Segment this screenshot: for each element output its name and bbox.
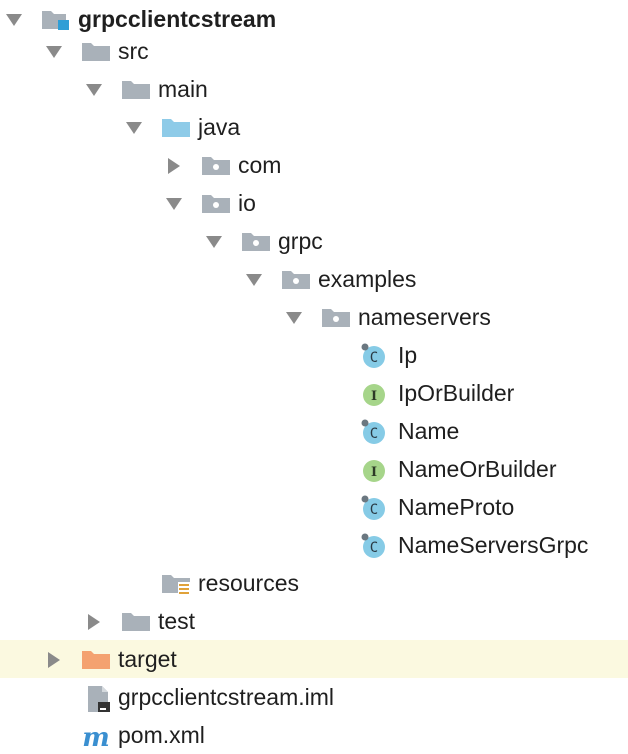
tree-label: Name xyxy=(398,418,460,444)
tree-label: target xyxy=(118,646,177,672)
tree-label: grpcclientcstream.iml xyxy=(118,684,334,710)
tree-row-src[interactable]: src xyxy=(0,32,628,70)
tree-label: NameOrBuilder xyxy=(398,456,557,482)
tree-label: main xyxy=(158,76,208,102)
maven-icon: m xyxy=(80,716,114,754)
expand-arrow-down-icon[interactable] xyxy=(4,0,24,38)
tree-label: io xyxy=(238,190,256,216)
svg-text:C: C xyxy=(370,502,378,518)
tree-row-interface[interactable]: I NameOrBuilder xyxy=(0,450,628,488)
expand-arrow-down-icon[interactable] xyxy=(204,222,224,260)
expand-arrow-down-icon[interactable] xyxy=(164,184,184,222)
tree-label: java xyxy=(198,114,241,140)
tree-label: nameservers xyxy=(358,304,491,330)
class-icon: C xyxy=(360,526,394,564)
expand-arrow-down-icon[interactable] xyxy=(284,298,304,336)
tree-row-io[interactable]: io xyxy=(0,184,628,222)
tree-row-class[interactable]: C NameProto xyxy=(0,488,628,526)
package-icon xyxy=(280,260,314,298)
tree-row-com[interactable]: com xyxy=(0,146,628,184)
class-icon: C xyxy=(360,412,394,450)
svg-text:C: C xyxy=(370,540,378,556)
tree-row-resources[interactable]: resources xyxy=(0,564,628,602)
svg-text:C: C xyxy=(370,350,378,366)
tree-row-java[interactable]: java xyxy=(0,108,628,146)
tree-row-nameservers[interactable]: nameservers xyxy=(0,298,628,336)
folder-icon xyxy=(80,32,114,70)
expand-arrow-down-icon[interactable] xyxy=(44,32,64,70)
tree-row-class[interactable]: C Ip xyxy=(0,336,628,374)
expand-arrow-right-icon[interactable] xyxy=(84,602,104,640)
svg-text:I: I xyxy=(371,465,377,480)
tree-row-class[interactable]: C NameServersGrpc xyxy=(0,526,628,564)
tree-row-class[interactable]: C Name xyxy=(0,412,628,450)
class-icon: C xyxy=(360,488,394,526)
tree-label: grpcclientcstream xyxy=(78,6,277,32)
tree-row-pom-file[interactable]: m pom.xml xyxy=(0,716,628,754)
tree-label: com xyxy=(238,152,282,178)
package-icon xyxy=(320,298,354,336)
tree-row-target[interactable]: target xyxy=(0,640,628,678)
expand-arrow-right-icon[interactable] xyxy=(44,640,64,678)
resources-folder-icon xyxy=(160,564,194,602)
tree-label: IpOrBuilder xyxy=(398,380,515,406)
tree-label: Ip xyxy=(398,342,418,368)
tree-row-main[interactable]: main xyxy=(0,70,628,108)
tree-label: NameServersGrpc xyxy=(398,532,589,558)
expand-arrow-down-icon[interactable] xyxy=(84,70,104,108)
class-icon: C xyxy=(360,336,394,374)
svg-text:m: m xyxy=(82,723,110,750)
package-icon xyxy=(240,222,274,260)
excluded-folder-icon xyxy=(80,640,114,678)
expand-arrow-down-icon[interactable] xyxy=(244,260,264,298)
folder-icon xyxy=(120,70,154,108)
tree-label: src xyxy=(118,38,149,64)
tree-row-iml-file[interactable]: grpcclientcstream.iml xyxy=(0,678,628,716)
expand-arrow-right-icon[interactable] xyxy=(164,146,184,184)
folder-icon xyxy=(120,602,154,640)
source-root-folder-icon xyxy=(160,108,194,146)
package-icon xyxy=(200,146,234,184)
tree-label: test xyxy=(158,608,196,634)
tree-label: resources xyxy=(198,570,299,596)
tree-label: grpc xyxy=(278,228,323,254)
expand-arrow-down-icon[interactable] xyxy=(124,108,144,146)
interface-icon: I xyxy=(360,450,394,488)
tree-row-test[interactable]: test xyxy=(0,602,628,640)
interface-icon: I xyxy=(360,374,394,412)
module-folder-icon xyxy=(40,0,74,38)
svg-text:C: C xyxy=(370,426,378,442)
tree-label: NameProto xyxy=(398,494,515,520)
tree-label: examples xyxy=(318,266,417,292)
tree-label: pom.xml xyxy=(118,722,205,748)
svg-text:I: I xyxy=(371,389,377,404)
tree-row-interface[interactable]: I IpOrBuilder xyxy=(0,374,628,412)
tree-row-examples[interactable]: examples xyxy=(0,260,628,298)
package-icon xyxy=(200,184,234,222)
tree-row-grpc[interactable]: grpc xyxy=(0,222,628,260)
iml-file-icon xyxy=(84,678,118,716)
tree-row-root[interactable]: grpcclientcstream xyxy=(0,0,628,38)
